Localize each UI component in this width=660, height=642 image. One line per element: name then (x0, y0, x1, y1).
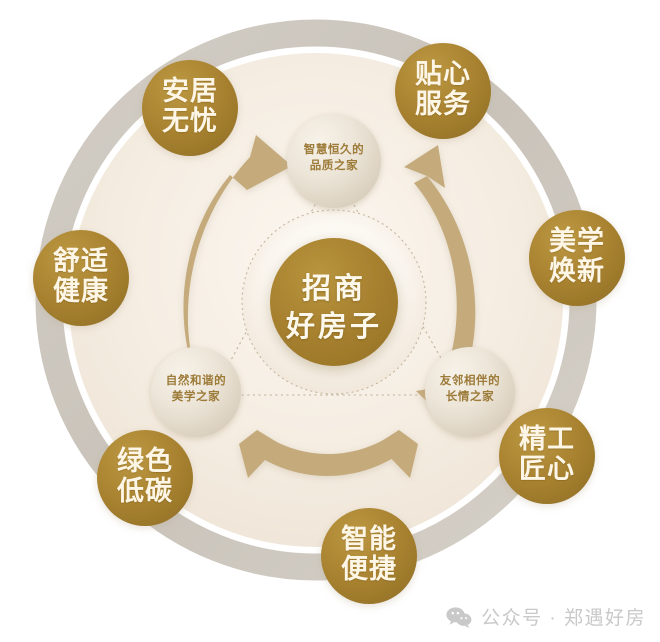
satellite-circle-bottom-right[interactable] (425, 347, 515, 437)
watermark-text: 公众号 · 郑遇好房 (481, 608, 646, 629)
center-hub-circle[interactable] (270, 238, 398, 366)
outer-pill-bottom-left[interactable] (97, 430, 193, 526)
outer-pill-top-left[interactable] (142, 60, 238, 156)
outer-pill-left[interactable] (33, 230, 129, 326)
satellite-circle-bottom-left[interactable] (151, 347, 241, 437)
wechat-icon (446, 606, 472, 628)
outer-pill-right[interactable] (529, 210, 625, 306)
watermark: 公众号 · 郑遇好房 (446, 603, 646, 630)
satellite-circle-top[interactable] (287, 114, 381, 208)
connector-triangle (211, 168, 463, 396)
arrow-bottom (239, 430, 418, 478)
outer-pill-bottom-right[interactable] (499, 408, 595, 504)
outer-pill-top-right[interactable] (395, 43, 491, 139)
outer-pill-bottom[interactable] (321, 508, 417, 604)
